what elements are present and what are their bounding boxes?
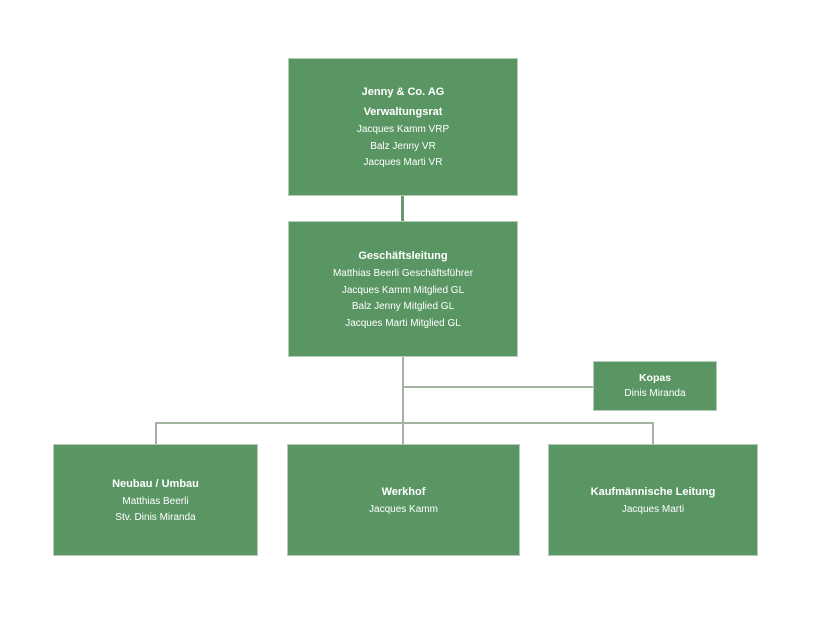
box-title: Kopas <box>638 372 672 384</box>
org-box-verwaltungsrat: Jenny & Co. AG Verwaltungsrat Jacques Ka… <box>288 58 518 196</box>
box-member: Matthias Beerli <box>122 495 189 507</box>
box-member: Stv. Dinis Miranda <box>115 512 196 523</box>
box-title: Kaufmännische Leitung <box>590 485 716 498</box>
org-box-geschaeftsleitung: Geschäftsleitung Matthias Beerli Geschäf… <box>288 221 518 357</box>
connector-management-down <box>402 357 404 444</box>
connector-distribution-rail <box>155 422 653 424</box>
org-box-kaufmaennische-leitung: Kaufmännische Leitung Jacques Marti <box>548 444 758 556</box>
box-member: Jacques Kamm <box>369 503 438 515</box>
org-box-neubau-umbau: Neubau / Umbau Matthias Beerli Stv. Dini… <box>53 444 258 556</box>
box-member: Jacques Marti VR <box>363 157 443 169</box>
connector-to-kopas <box>404 386 593 388</box>
connector-stub-neubau <box>155 422 157 444</box>
box-member: Matthias Beerli Geschäftsführer <box>332 268 474 279</box>
box-member: Balz Jenny Mitglied GL <box>351 301 455 312</box>
box-title: Werkhof <box>381 485 426 498</box>
box-title: Neubau / Umbau <box>112 477 199 490</box>
box-title: Verwaltungsrat <box>363 106 443 119</box>
box-title: Jenny & Co. AG <box>361 86 445 99</box>
box-member: Balz Jenny VR <box>370 140 436 152</box>
org-box-werkhof: Werkhof Jacques Kamm <box>287 444 520 556</box>
box-member: Jacques Marti Mitglied GL <box>345 317 461 329</box>
box-member: Jacques Marti <box>621 503 685 515</box>
box-title: Geschäftsleitung <box>358 250 448 262</box>
org-box-kopas: Kopas Dinis Miranda <box>593 361 717 411</box>
connector-stub-kaufmaennisch <box>652 422 654 444</box>
box-member: Jacques Kamm VRP <box>356 124 450 136</box>
box-member: Dinis Miranda <box>624 388 686 399</box>
connector-board-to-management <box>401 196 404 221</box>
box-member: Jacques Kamm Mitglied GL <box>341 284 465 296</box>
